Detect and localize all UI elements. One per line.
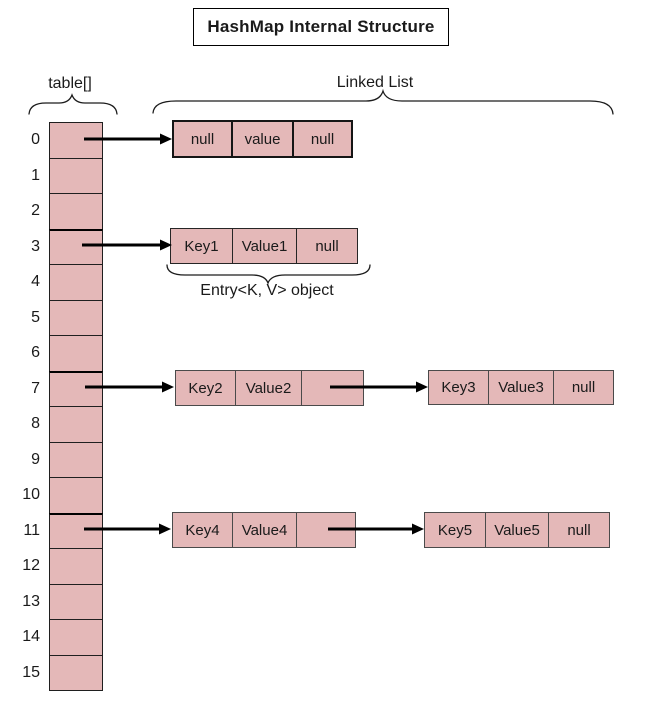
- entry-object-label: Entry<K, V> object: [200, 282, 334, 299]
- table-row-6: 6: [0, 335, 130, 372]
- table-row-14: 14: [0, 619, 130, 656]
- bucket-cell-11: [49, 512, 103, 549]
- table-row-15: 15: [0, 654, 130, 691]
- entry-node-bucket7-second: Key3 Value3 null: [428, 370, 614, 405]
- bucket-cell-9: [49, 441, 103, 478]
- entry-node-bucket7-first: Key2 Value2: [175, 370, 364, 406]
- table-row-5: 5: [0, 299, 130, 336]
- entry-value-cell: Value2: [235, 370, 302, 406]
- entry-value-cell: Value4: [232, 512, 297, 548]
- linked-list-brace: [152, 88, 614, 115]
- entry-node-bucket11-first: Key4 Value4: [172, 512, 356, 548]
- table-row-0: 0: [0, 122, 130, 159]
- bucket-cell-5: [49, 299, 103, 336]
- bucket-index-11: 11: [23, 521, 40, 539]
- entry-brace: [166, 264, 371, 285]
- entry-node-bucket0: null value null: [172, 120, 353, 158]
- bucket-index-5: 5: [31, 308, 40, 326]
- table-row-7: 7: [0, 370, 130, 407]
- bucket-cell-6: [49, 335, 103, 372]
- entry-key-cell: Key5: [424, 512, 486, 548]
- bucket-index-2: 2: [31, 202, 40, 219]
- bucket-index-12: 12: [22, 557, 40, 574]
- bucket-index-1: 1: [31, 166, 40, 184]
- entry-key-cell: Key3: [428, 370, 489, 405]
- entry-next-cell: null: [292, 120, 353, 158]
- bucket-index-14: 14: [22, 628, 40, 645]
- bucket-index-9: 9: [31, 450, 40, 468]
- bucket-cell-7: [49, 370, 103, 407]
- entry-key-cell: Key2: [175, 370, 236, 406]
- table-row-4: 4: [0, 264, 130, 301]
- bucket-cell-2: [49, 193, 103, 230]
- diagram-title-box: HashMap Internal Structure: [193, 8, 449, 46]
- linked-list-label: Linked List: [336, 74, 414, 91]
- bucket-cell-14: [49, 619, 103, 656]
- entry-key-cell: null: [172, 120, 233, 158]
- entry-next-cell: null: [553, 370, 614, 405]
- entry-value-cell: Value5: [485, 512, 549, 548]
- bucket-cell-0: [49, 122, 103, 159]
- table-row-12: 12: [0, 548, 130, 585]
- bucket-cell-3: [49, 228, 103, 265]
- table-brace: [28, 93, 118, 115]
- entry-value-cell: Value1: [231, 228, 298, 264]
- entry-next-pointer-cell: [301, 370, 364, 406]
- bucket-index-4: 4: [31, 273, 40, 290]
- table-row-3: 3: [0, 228, 130, 265]
- entry-value-cell: value: [231, 120, 294, 158]
- bucket-cell-1: [49, 157, 103, 194]
- entry-next-pointer-cell: [296, 512, 356, 548]
- entry-key-cell: Key4: [172, 512, 233, 548]
- table-label: table[]: [48, 75, 92, 92]
- bucket-index-3: 3: [31, 237, 40, 255]
- bucket-index-7: 7: [31, 379, 40, 397]
- entry-next-cell: null: [548, 512, 610, 548]
- diagram-title: HashMap Internal Structure: [207, 17, 435, 36]
- bucket-cell-8: [49, 406, 103, 443]
- table-row-13: 13: [0, 583, 130, 620]
- table-row-8: 8: [0, 406, 130, 443]
- table-row-11: 11: [0, 512, 130, 549]
- bucket-index-10: 10: [22, 486, 40, 503]
- bucket-cell-10: [49, 477, 103, 514]
- bucket-cell-15: [49, 654, 103, 691]
- entry-value-cell: Value3: [488, 370, 554, 405]
- bucket-cell-4: [49, 264, 103, 301]
- table-row-1: 1: [0, 157, 130, 194]
- bucket-index-6: 6: [31, 344, 40, 361]
- bucket-cell-12: [49, 548, 103, 585]
- entry-key-cell: Key1: [170, 228, 233, 264]
- table-row-10: 10: [0, 477, 130, 514]
- bucket-cell-13: [49, 583, 103, 620]
- entry-next-cell: null: [296, 228, 358, 264]
- table-row-2: 2: [0, 193, 130, 230]
- bucket-index-13: 13: [22, 592, 40, 610]
- entry-node-bucket3: Key1 Value1 null: [170, 228, 358, 264]
- entry-node-bucket11-second: Key5 Value5 null: [424, 512, 610, 548]
- bucket-index-15: 15: [22, 663, 40, 681]
- bucket-index-8: 8: [31, 415, 40, 432]
- table-row-9: 9: [0, 441, 130, 478]
- bucket-index-0: 0: [31, 131, 40, 148]
